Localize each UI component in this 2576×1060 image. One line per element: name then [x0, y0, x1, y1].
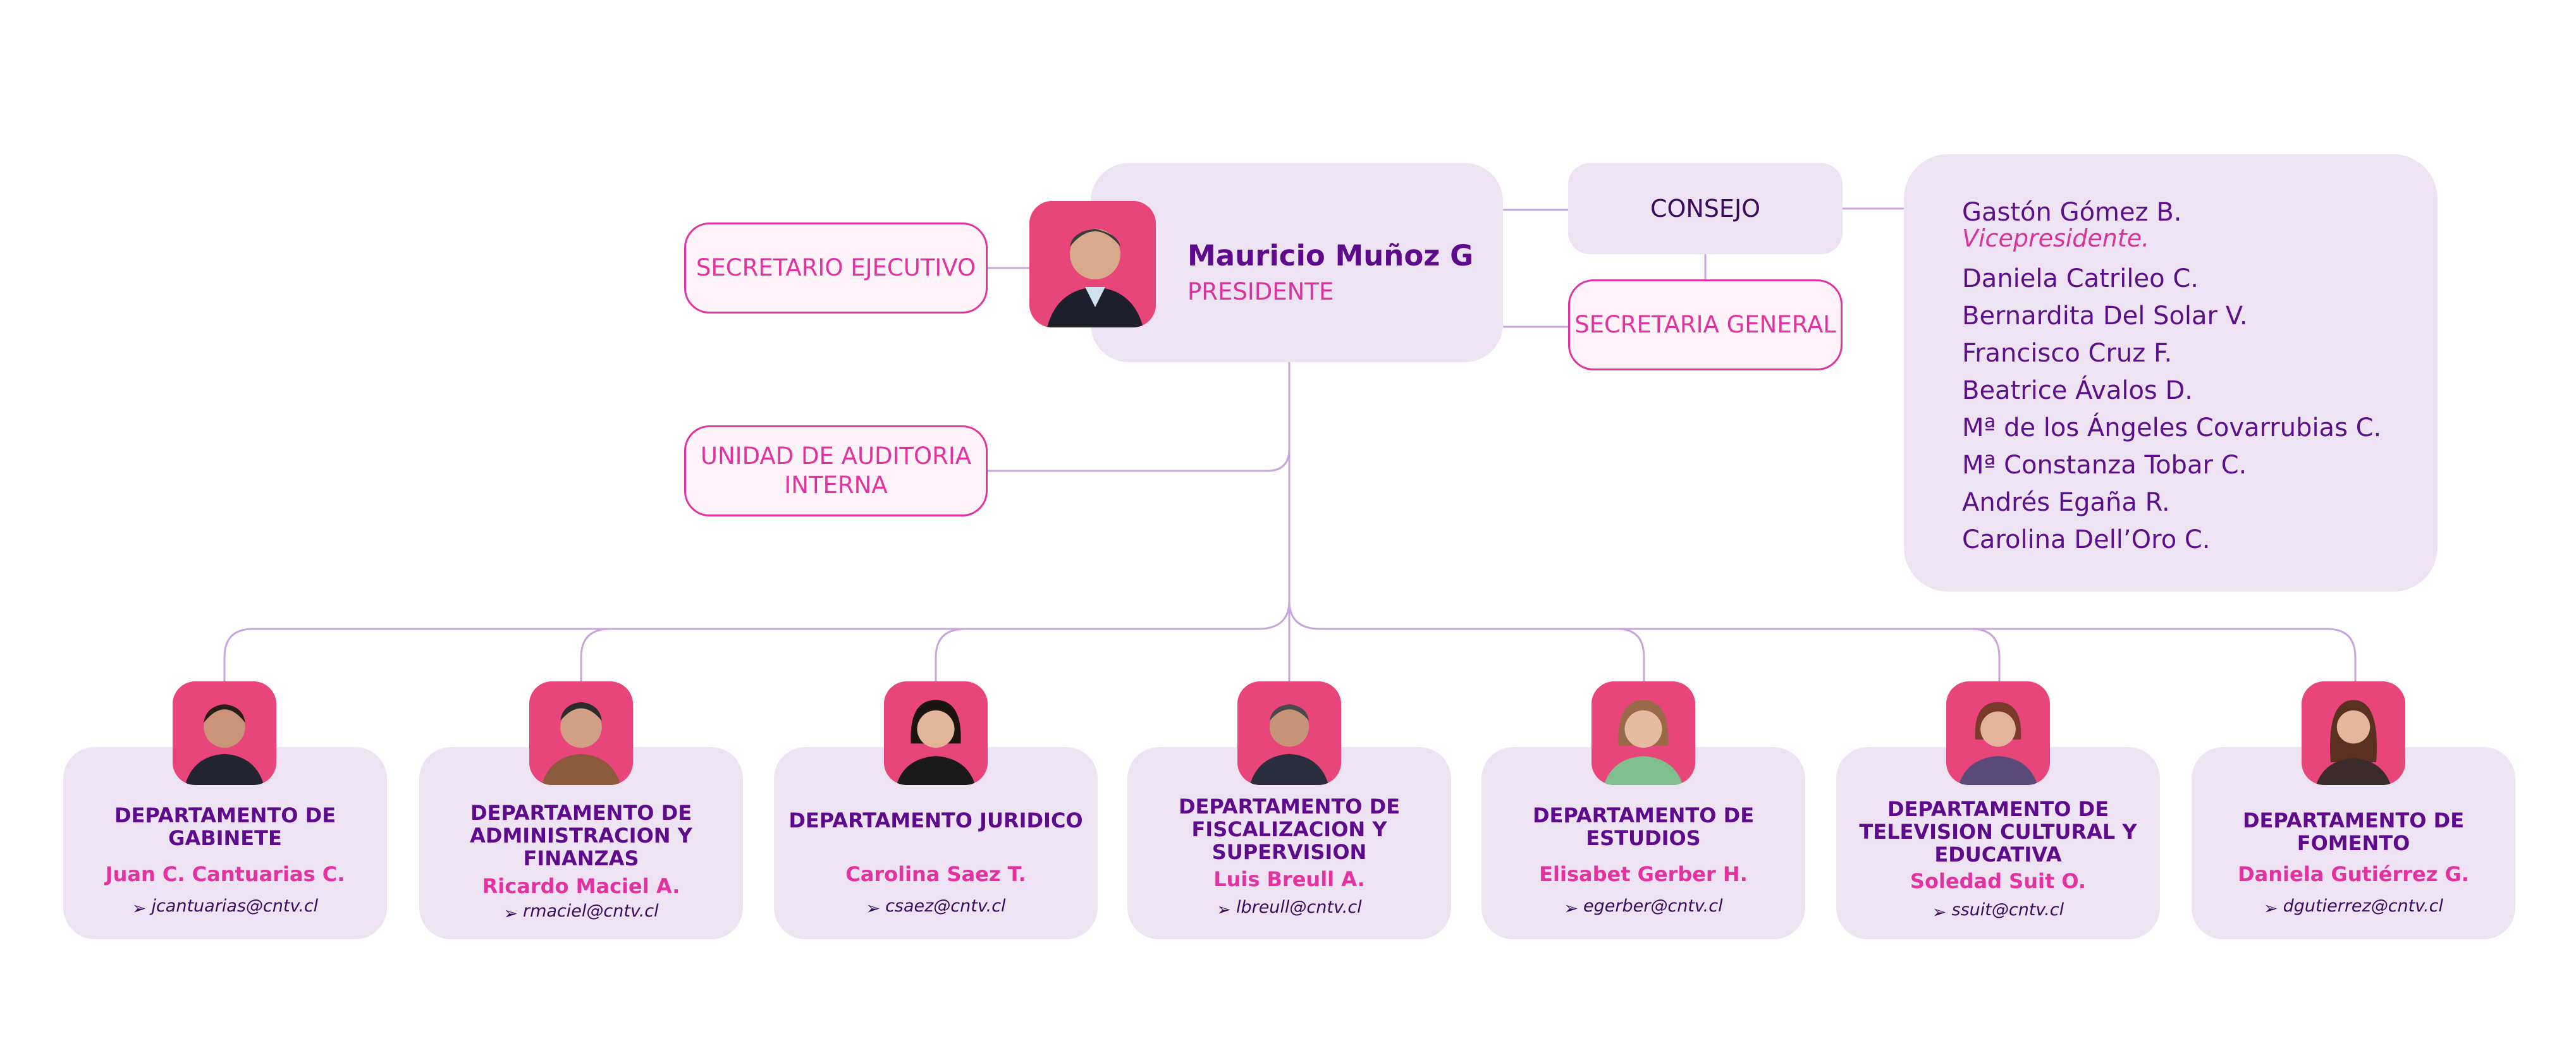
dept-photo-juridico [884, 681, 988, 785]
council-member: Mª de los Ángeles Covarrubias C. [1962, 413, 2382, 442]
dept-title: DEPARTAMENTO JURIDICO [788, 808, 1083, 832]
send-icon: ➢ [1217, 900, 1231, 920]
dept-photo-estudios [1592, 681, 1695, 785]
dept-head: Daniela Gutiérrez G. [2238, 862, 2469, 886]
dept-photo-television-cultural [1946, 681, 2050, 785]
dept-email[interactable]: egerber@cntv.cl [1583, 896, 1723, 916]
council-member: Francisco Cruz F. [1962, 339, 2173, 368]
dept-head: Luis Breull A. [1213, 867, 1365, 891]
send-icon: ➢ [503, 904, 518, 923]
council-vicepresident-role: Vicepresidente. [1962, 224, 2150, 252]
dept-photo-administracion [529, 681, 633, 785]
send-icon: ➢ [866, 899, 881, 918]
dept-email[interactable]: ssuit@cntv.cl [1951, 900, 2064, 920]
send-icon: ➢ [1932, 903, 1947, 922]
council-vicepresident-name: Gastón Gómez B. [1962, 198, 2182, 227]
council-member-list: Daniela Catrileo C. Bernardita Del Solar… [1962, 262, 2381, 561]
council-member: Carolina Dell’Oro C. [1962, 525, 2211, 554]
president-role: PRESIDENTE [1187, 278, 1334, 305]
council-member: Bernardita Del Solar V. [1962, 302, 2248, 331]
dept-email-link[interactable]: ➢jcantuarias@cntv.cl [63, 896, 387, 918]
secretario-ejecutivo-box: SECRETARIO EJECUTIVO [684, 222, 988, 314]
president-name: Mauricio Muñoz G [1187, 239, 1474, 272]
dept-title: DEPARTAMENTO DE ESTUDIOS [1532, 803, 1755, 850]
president-photo [1029, 201, 1156, 327]
dept-email-link[interactable]: ➢rmaciel@cntv.cl [419, 901, 743, 923]
dept-title: DEPARTAMENTO DE GABINETE [114, 803, 336, 850]
council-member: Andrés Egaña R. [1962, 488, 2170, 517]
dept-title: DEPARTAMENTO DE FISCALIZACION Y SUPERVIS… [1178, 795, 1401, 864]
council-member: Daniela Catrileo C. [1962, 264, 2199, 293]
dept-email-link[interactable]: ➢ dgutierrez@cntv.cl [2192, 896, 2515, 918]
dept-email-link[interactable]: ➢ lbreull@cntv.cl [1127, 898, 1451, 920]
dept-head: Elisabet Gerber H. [1539, 862, 1748, 886]
dept-email-link[interactable]: ➢ssuit@cntv.cl [1836, 900, 2160, 922]
dept-head: Soledad Suit O. [1910, 869, 2087, 893]
dept-photo-gabinete [173, 681, 276, 785]
president-card [1091, 163, 1503, 362]
dept-email[interactable]: rmaciel@cntv.cl [522, 901, 659, 921]
dept-photo-fiscalizacion [1237, 681, 1341, 785]
dept-title: DEPARTAMENTO DE FOMENTO [2242, 808, 2465, 855]
dept-head: Ricardo Maciel A. [482, 874, 680, 898]
send-icon: ➢ [2264, 899, 2278, 918]
dept-email[interactable]: dgutierrez@cntv.cl [2283, 896, 2443, 916]
send-icon: ➢ [1564, 899, 1579, 918]
council-member: Beatrice Ávalos D. [1962, 376, 2193, 405]
dept-photo-fomento [2302, 681, 2405, 785]
dept-title: DEPARTAMENTO DE TELEVISION CULTURAL Y ED… [1859, 797, 2137, 867]
secretaria-general-box: SECRETARIA GENERAL [1568, 279, 1843, 370]
dept-head: Carolina Saez T. [845, 862, 1026, 886]
dept-email-link[interactable]: ➢egerber@cntv.cl [1481, 896, 1805, 918]
dept-email[interactable]: jcantuarias@cntv.cl [151, 896, 319, 916]
dept-email[interactable]: lbreull@cntv.cl [1236, 898, 1362, 917]
council-member: Mª Constanza Tobar C. [1962, 451, 2247, 480]
consejo-box: CONSEJO [1568, 163, 1843, 254]
dept-title: DEPARTAMENTO DE ADMINISTRACION Y FINANZA… [470, 801, 692, 870]
send-icon: ➢ [132, 899, 147, 918]
dept-head: Juan C. Cantuarias C. [105, 862, 345, 886]
council-card [1904, 154, 2438, 592]
dept-email[interactable]: csaez@cntv.cl [885, 896, 1006, 916]
dept-email-link[interactable]: ➢csaez@cntv.cl [774, 896, 1098, 918]
auditoria-interna-box: UNIDAD DE AUDITORIA INTERNA [684, 425, 988, 516]
